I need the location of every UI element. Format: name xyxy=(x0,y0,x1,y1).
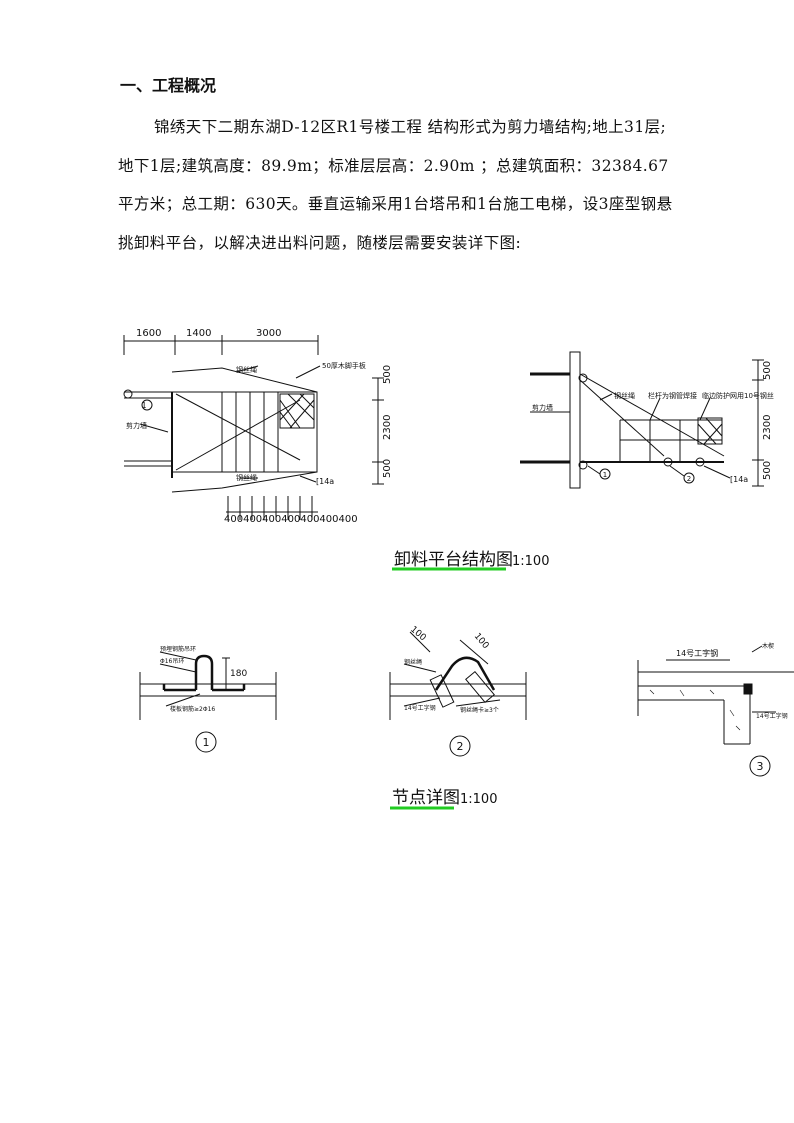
side-marker-1: 1 xyxy=(603,471,607,479)
label-channel: [14a xyxy=(316,477,334,486)
side-label-channel: [14a xyxy=(730,475,748,484)
node-detail-1 xyxy=(139,651,277,753)
n3-label-a: 14号工字钢 xyxy=(676,648,718,658)
node-detail-2 xyxy=(389,631,527,757)
side-label-net: 临边防护网用10号钢丝 xyxy=(702,391,774,400)
side-marker-2: 2 xyxy=(687,475,691,483)
label-steel-pipe: 钢丝绳 xyxy=(236,473,257,482)
side-label-wall: 剪力墙 xyxy=(532,403,553,412)
section-heading: 一、工程概况 xyxy=(120,76,217,95)
node-marker-3: 3 xyxy=(757,760,764,773)
bottom-ticks: 400400400400400400400 xyxy=(224,514,358,525)
n1-label-b: Φ16吊环 xyxy=(160,658,184,665)
label-net: 50厚木脚手板 xyxy=(322,361,366,370)
dim-right-3: 500 xyxy=(382,459,393,478)
n3-label-c: 14号工字钢 xyxy=(756,712,788,720)
marker-1: 1 xyxy=(141,401,146,410)
overview-paragraph: 锦绣天下二期东湖D-12区R1号楼工程 结构形式为剪力墙结构;地上31层;地下1… xyxy=(118,118,673,252)
dim-top-2: 1400 xyxy=(186,328,211,339)
node-marker-2: 2 xyxy=(457,740,464,753)
figure1-caption: 卸料平台结构图 xyxy=(394,550,513,570)
node-detail-3 xyxy=(637,645,794,777)
platform-plan-view xyxy=(123,335,384,520)
dim-top-3: 3000 xyxy=(256,328,281,339)
label-wire-rope: 钢丝绳 xyxy=(236,365,257,374)
node-marker-1: 1 xyxy=(203,736,210,749)
n1-label-a: 预埋钢筋吊环 xyxy=(160,645,196,653)
n1-dim: 180 xyxy=(230,669,247,679)
dim-right-1: 500 xyxy=(382,365,393,384)
side-dim-2: 2300 xyxy=(762,415,773,440)
side-label-rail: 栏杆为钢管焊接 xyxy=(648,391,697,400)
n2-label-c: 钢丝绳卡≥3个 xyxy=(460,706,499,714)
n3-label-b: 木楔 xyxy=(762,642,774,650)
n2-label-b: 14号工字钢 xyxy=(404,704,436,712)
figure2-caption: 节点详图 xyxy=(392,788,460,808)
n2-label-a: 钢丝绳 xyxy=(404,658,422,666)
side-dim-3: 500 xyxy=(762,461,773,480)
n2-dim-a: 100 xyxy=(408,625,428,644)
platform-side-view xyxy=(520,351,764,489)
label-wall: 剪力墙 xyxy=(126,421,147,430)
n1-label-c: 楼板钢筋≥2Φ16 xyxy=(170,705,215,713)
n2-dim-b: 100 xyxy=(472,632,491,652)
side-label-wire: 钢丝绳 xyxy=(614,391,635,400)
side-dim-1: 500 xyxy=(762,361,773,380)
dim-top-1: 1600 xyxy=(136,328,161,339)
figure1-scale: 1:100 xyxy=(512,554,549,569)
dim-right-2: 2300 xyxy=(382,415,393,440)
figure2-scale: 1:100 xyxy=(460,792,497,807)
